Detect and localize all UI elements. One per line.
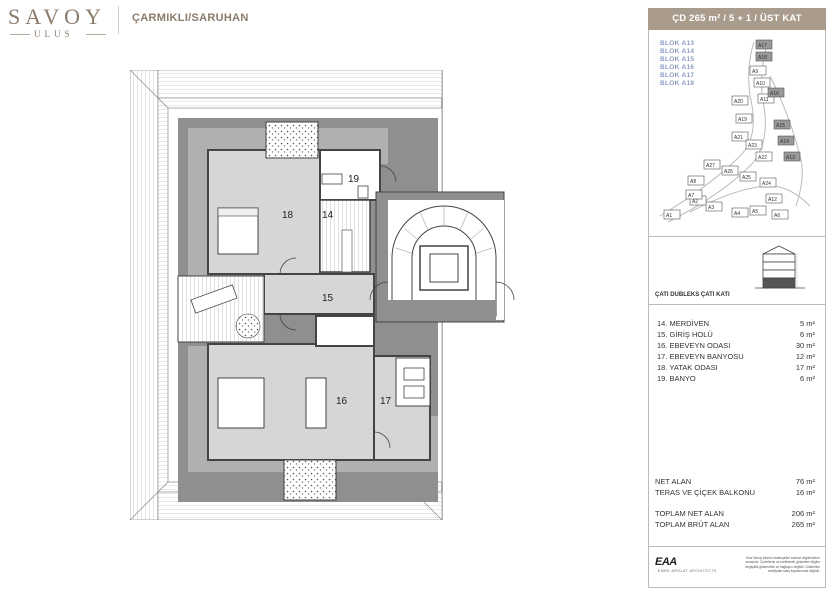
brand-subtitle: ULUS	[34, 29, 74, 39]
logo-rule-right	[86, 34, 106, 35]
site-block	[721, 165, 739, 176]
location-title: ÇARMIKLI/SARUHAN	[132, 12, 249, 24]
room-number-18: 18	[282, 210, 294, 221]
site-block	[755, 51, 773, 62]
site-block	[745, 139, 763, 150]
site-block	[753, 77, 771, 88]
site-block	[703, 159, 721, 170]
site-block	[749, 205, 767, 216]
planter-bottom	[283, 459, 337, 501]
site-block-label: A27	[706, 163, 715, 169]
block-label: BLOK A15	[660, 56, 695, 63]
site-block	[735, 113, 753, 124]
site-block-label: A13	[786, 155, 795, 161]
site-block	[755, 39, 773, 50]
site-block-label: A5	[752, 209, 758, 215]
site-block	[731, 95, 749, 106]
room-number-16: 16	[336, 396, 348, 407]
room-number-19: 19	[348, 174, 360, 185]
site-block-label: A26	[724, 169, 733, 175]
site-block	[771, 209, 789, 220]
site-block-label: A25	[742, 175, 751, 181]
site-block-label: A18	[758, 55, 767, 61]
site-block-label: A23	[748, 143, 757, 149]
site-block	[757, 93, 775, 104]
disclaimer: Ulus Savoy tanıtım materyalleri sadece b…	[745, 556, 820, 573]
site-block-label: A14	[780, 139, 789, 145]
brand-name: SAVOY	[8, 4, 106, 29]
site-block	[685, 189, 703, 200]
site-block	[759, 177, 777, 188]
site-block-label: A22	[758, 155, 767, 161]
block-label: BLOK A14	[660, 48, 695, 55]
room-number-14: 14	[322, 210, 334, 221]
site-block-label: A17	[758, 43, 767, 49]
site-block	[773, 119, 791, 130]
logo-rule-left	[10, 34, 30, 35]
site-block	[777, 135, 795, 146]
block-label: BLOK A18	[660, 80, 695, 87]
site-block	[663, 209, 681, 220]
architect-subtitle: EMRE AROLAT ARCHITECTS	[658, 569, 717, 573]
site-block-label: A15	[776, 123, 785, 129]
site-block-label: A3	[708, 205, 714, 211]
site-block	[687, 175, 705, 186]
unit-title: ÇD 265 m² / 5 + 1 / ÜST KAT	[648, 8, 826, 30]
site-block-label: A11	[760, 97, 769, 103]
block-label: BLOK A13	[660, 40, 695, 47]
block-label: BLOK A16	[660, 64, 695, 71]
site-block-label: A2	[692, 199, 698, 205]
architect-logo: EAA	[655, 556, 677, 568]
site-block-label: A10	[756, 81, 765, 87]
site-block-label: A21	[734, 135, 743, 141]
site-block-label: A12	[768, 197, 777, 203]
site-block	[731, 207, 749, 218]
header-divider	[118, 6, 119, 34]
site-block	[755, 151, 773, 162]
site-block	[767, 87, 785, 98]
site-block	[705, 201, 723, 212]
section-label: ÇATI DUBLEKS ÇATI KATI	[655, 292, 730, 298]
panel-divider	[648, 304, 826, 305]
panel-divider	[648, 236, 826, 237]
site-block-label: A7	[688, 193, 694, 199]
roof-left-slope	[130, 70, 159, 520]
section-diagram	[755, 245, 805, 289]
room-number-15: 15	[322, 293, 334, 304]
savoy-logo: SAVOY ULUS	[0, 0, 118, 46]
site-block	[731, 131, 749, 142]
site-block	[749, 65, 767, 76]
site-block-label: A20	[734, 99, 743, 105]
site-block-label: A19	[738, 117, 747, 123]
site-block-label: A24	[762, 181, 771, 187]
site-block-label: A16	[770, 91, 779, 97]
floor-plan: 18 19 14 15 16 17	[130, 70, 515, 520]
site-block	[783, 151, 801, 162]
site-block	[739, 171, 757, 182]
site-block-label: A4	[734, 211, 740, 217]
site-block-label: A6	[774, 213, 780, 219]
site-block	[765, 193, 783, 204]
site-block-label: A9	[752, 69, 758, 75]
roof-top-slope	[157, 70, 443, 99]
room-number-17: 17	[380, 396, 392, 407]
panel-divider	[648, 546, 826, 547]
site-block-label: A8	[690, 179, 696, 185]
block-label: BLOK A17	[660, 72, 695, 79]
planter-top	[265, 121, 319, 159]
site-block-label: A1	[666, 213, 672, 219]
room-15	[263, 273, 375, 315]
